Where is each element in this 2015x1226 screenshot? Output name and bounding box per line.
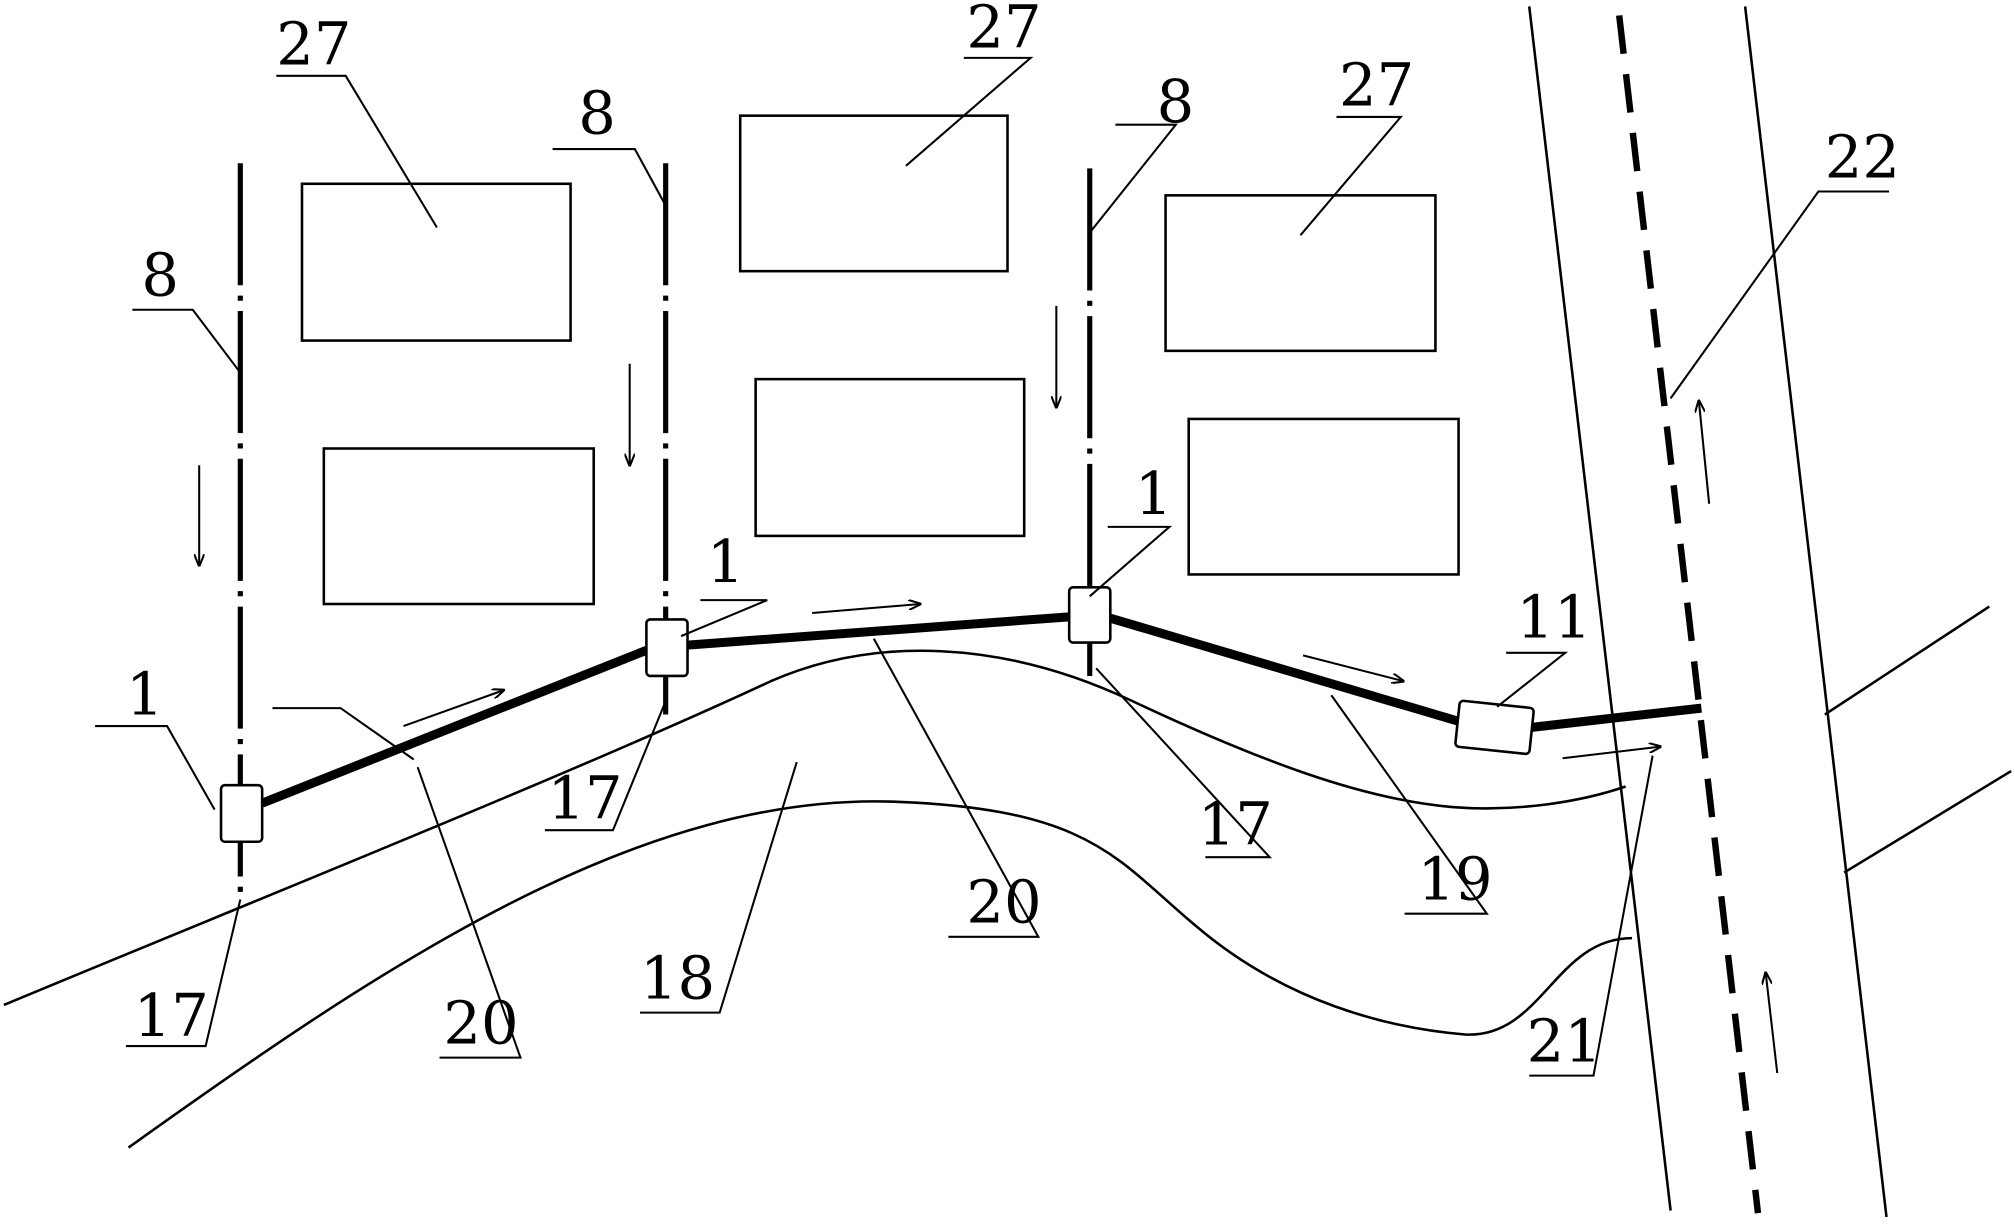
river-bank-lower <box>127 800 1633 1149</box>
label-outlet-pipe: 19 <box>1417 845 1492 914</box>
label-inspection-well-3: 1 <box>1135 459 1173 528</box>
collector-pipe-2 <box>687 612 1070 650</box>
flow-arrow-up-2 <box>1766 973 1779 1074</box>
treatment-box <box>1454 699 1535 756</box>
label-collector-pipe-2: 20 <box>966 868 1041 937</box>
building-6 <box>1187 417 1460 576</box>
building-3 <box>738 114 1009 273</box>
building-5 <box>1164 194 1437 353</box>
main-sewer-line <box>1616 15 1762 1214</box>
label-building-1: 27 <box>276 9 351 78</box>
building-1 <box>300 182 572 342</box>
building-2 <box>322 447 595 606</box>
river-bank-upper <box>3 649 1627 1007</box>
inspection-well-2 <box>645 618 689 678</box>
flow-arrow-up-1 <box>1699 401 1711 504</box>
label-branch-pipe-2: 8 <box>578 79 616 148</box>
label-inspection-well-2: 1 <box>707 527 745 596</box>
leader-lines <box>95 56 1890 1077</box>
label-collector-pipe-1: 20 <box>443 989 518 1058</box>
label-building-5: 27 <box>1339 50 1414 119</box>
label-branch-pipe-3: 8 <box>1157 67 1195 136</box>
label-branch-pipe-1: 8 <box>141 241 179 310</box>
inspection-well-1 <box>219 783 264 844</box>
side-road-lower <box>1843 769 2012 874</box>
road-edge-left <box>1527 6 1672 1211</box>
label-inspection-well-1: 1 <box>126 660 164 729</box>
side-road-upper <box>1824 605 1991 716</box>
label-river: 18 <box>640 944 715 1013</box>
label-junction-1: 17 <box>134 981 209 1050</box>
label-junction-2: 17 <box>547 764 622 833</box>
collector-pipe-1 <box>260 646 649 808</box>
collector-pipe-3 <box>1109 613 1459 726</box>
label-outlet: 21 <box>1527 1006 1602 1075</box>
road-edge-right <box>1743 6 1888 1218</box>
building-4 <box>754 377 1026 538</box>
label-main-sewer: 22 <box>1825 122 1900 191</box>
flow-arrow-outlet <box>1562 747 1661 760</box>
outlet-pipe-segment <box>1531 703 1702 732</box>
flow-arrow-collector-1 <box>403 690 504 728</box>
label-building-3: 27 <box>966 0 1041 62</box>
label-junction-3: 17 <box>1198 789 1273 858</box>
flow-arrow-collector-3 <box>1302 654 1403 681</box>
flow-arrow-collector-2 <box>812 604 920 615</box>
label-treatment-box: 11 <box>1516 582 1591 651</box>
inspection-well-3 <box>1067 586 1112 644</box>
